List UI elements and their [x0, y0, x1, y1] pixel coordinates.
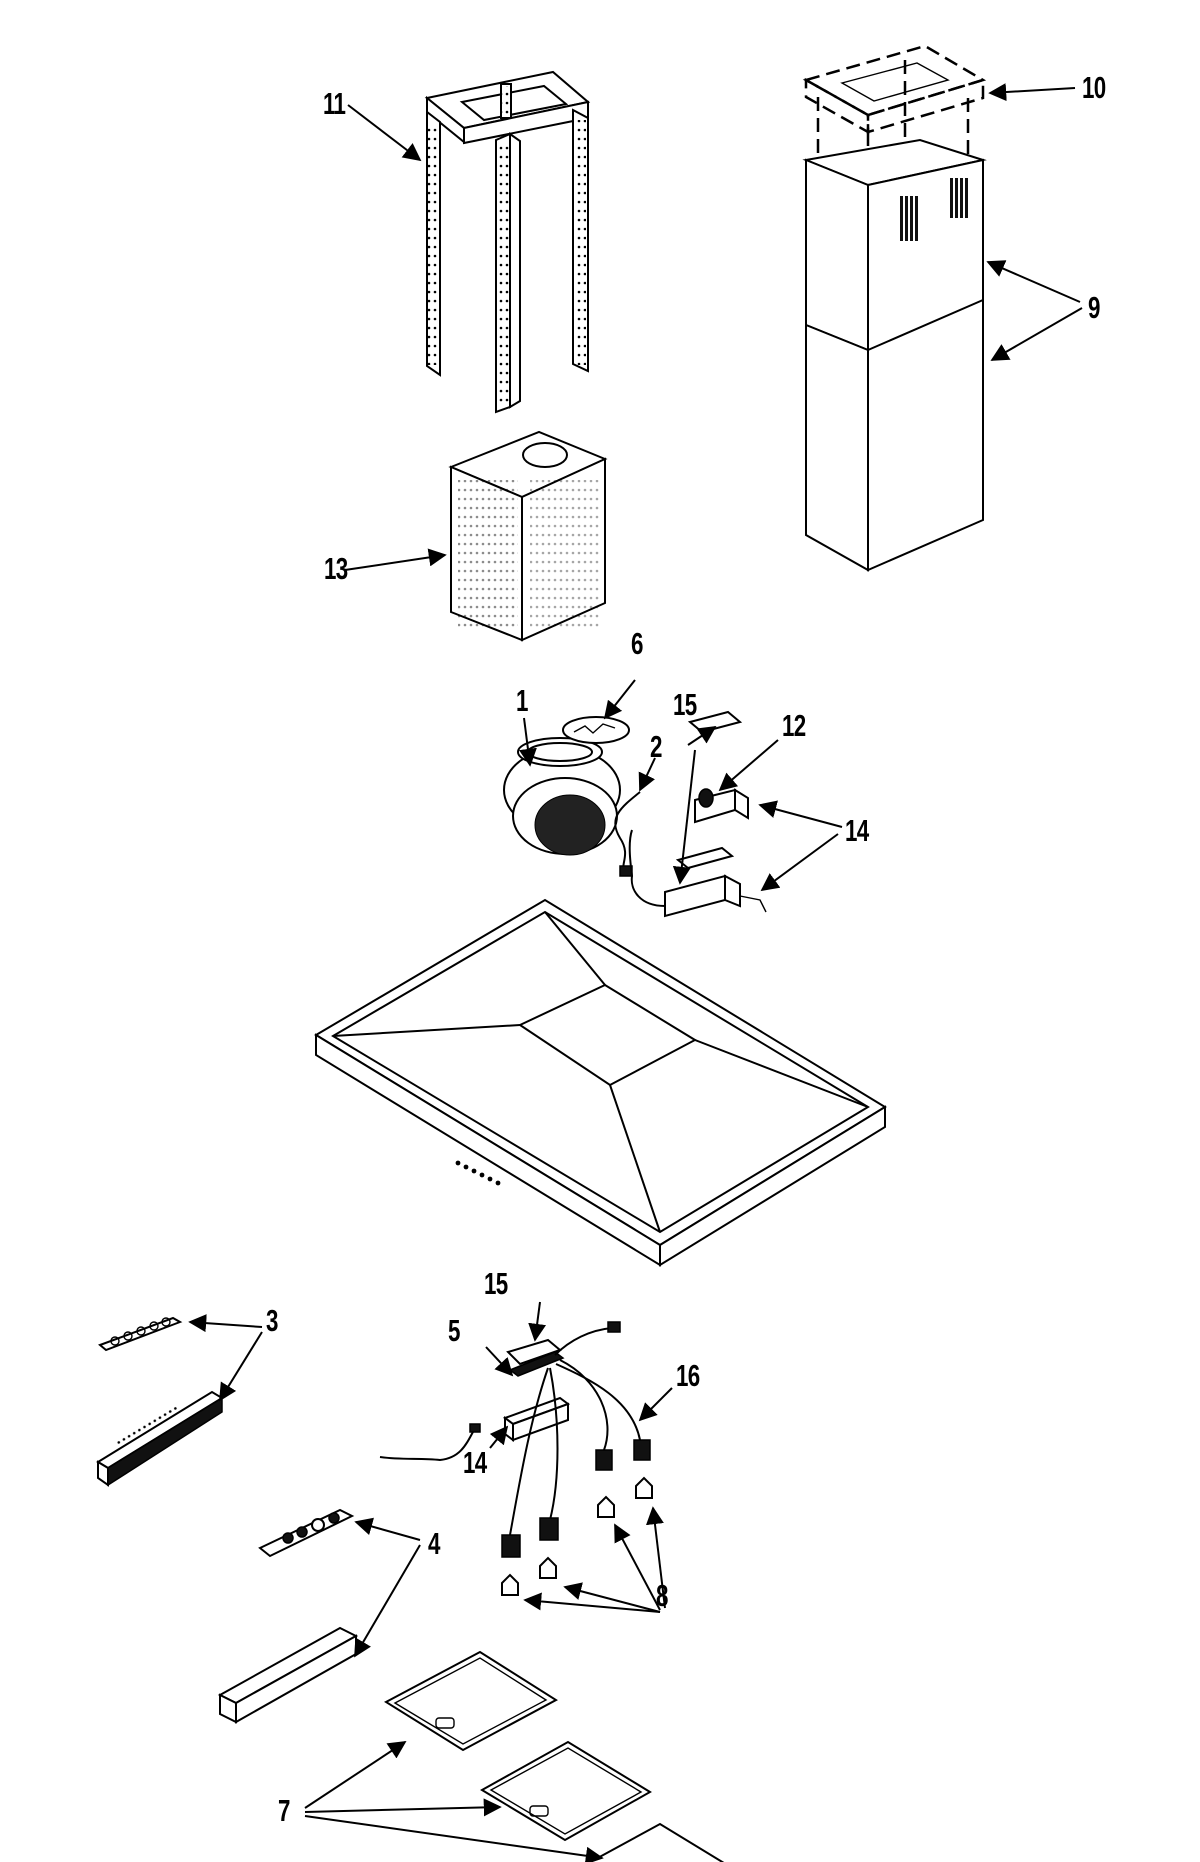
part-label-16: 16 [676, 1358, 700, 1393]
control-panel-part-3 [96, 1316, 224, 1487]
part-label-5: 5 [448, 1313, 460, 1348]
grease-filters-part-7 [383, 1650, 725, 1862]
part-label-15-lower: 15 [484, 1266, 508, 1301]
part-label-15-upper: 15 [673, 687, 697, 722]
wire-harness-part-2 [614, 791, 641, 877]
part-label-14-lower: 14 [463, 1445, 487, 1480]
part-label-8: 8 [656, 1578, 668, 1613]
part-label-3: 3 [266, 1303, 278, 1338]
part-label-12: 12 [782, 708, 806, 743]
part-label-10: 10 [1082, 70, 1106, 105]
leader-lines [188, 83, 1083, 1862]
damper-part-6 [562, 716, 630, 744]
part-label-2: 2 [650, 729, 662, 764]
hood-canopy [314, 898, 887, 1267]
part-label-9: 9 [1088, 290, 1100, 325]
chimney-cover-part-9 [802, 44, 987, 572]
part-label-1: 1 [516, 683, 528, 718]
lower-wiring-part-16 [501, 1321, 653, 1596]
blower-box-part-13 [448, 430, 608, 642]
part-label-13: 13 [324, 551, 348, 586]
part-label-4: 4 [428, 1526, 440, 1561]
part-label-11: 11 [323, 86, 346, 121]
blower-motor-part-1 [503, 737, 621, 856]
part-label-7: 7 [278, 1793, 290, 1828]
support-frame-part-11 [424, 70, 591, 414]
lamp-sockets-part-8 [501, 1439, 653, 1596]
hood-control-buttons [455, 1160, 501, 1186]
part-label-14-upper: 14 [845, 813, 869, 848]
part-label-6: 6 [631, 626, 643, 661]
switch-board-part-4 [217, 1423, 481, 1724]
